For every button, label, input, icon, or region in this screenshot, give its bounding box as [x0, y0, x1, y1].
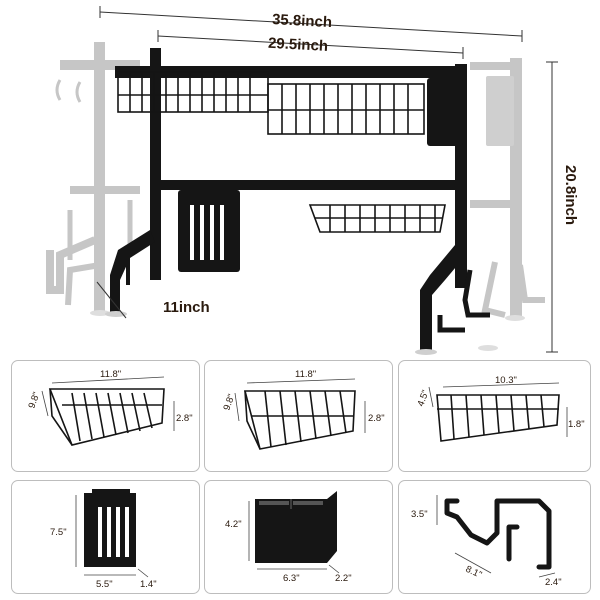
- part-card-cutting-board-holder: 7.5" 5.5" 1.4": [11, 480, 200, 594]
- top-basket-left: [117, 71, 269, 113]
- cutting-board-holder-width: 5.5": [96, 579, 113, 590]
- utensil-holder-depth: 2.2": [335, 573, 352, 584]
- dish-basket-small-depth: 4.5": [415, 389, 431, 408]
- adjustable-width-label: 29.5inch: [268, 35, 329, 55]
- dish-basket-large-height: 2.8": [176, 413, 193, 424]
- dish-basket-small-icon: [436, 394, 560, 442]
- main-rack-illustration: 35.8inch 29.5inch 20.8inch 11inch: [46, 6, 579, 355]
- part-card-cup-hook: 3.5" 8.1" 2.4": [398, 480, 591, 594]
- board-holder-slots: [190, 205, 224, 260]
- utensil-holder-height: 4.2": [225, 519, 242, 530]
- dish-basket-large-width: 11.8": [100, 369, 121, 380]
- ghost-extended-frame: [46, 42, 545, 351]
- dish-basket-medium-width: 11.8": [295, 369, 316, 380]
- part-card-dish-basket-small: 4.5" 10.3" 1.8": [398, 360, 591, 472]
- cutting-board-holder-icon: [84, 489, 136, 567]
- cutting-board-holder-depth: 1.4": [140, 579, 157, 590]
- depth-label: 11inch: [163, 299, 210, 316]
- dish-basket-medium-icon: [243, 390, 356, 450]
- dish-basket-small-width: 10.3": [495, 375, 517, 386]
- dish-basket-small-height: 1.8": [568, 419, 585, 430]
- height-label: 20.8inch: [562, 165, 579, 225]
- dimension-lines: [96, 6, 558, 353]
- part-card-dish-basket-medium: 9.8" 11.8" 2.8": [204, 360, 393, 472]
- dish-basket-medium-depth: 9.8": [221, 393, 237, 412]
- cutting-board-holder-height: 7.5": [50, 527, 67, 538]
- utensil-holder-width: 6.3": [283, 573, 300, 584]
- cup-hook-width: 8.1": [464, 564, 484, 581]
- foot-left: [105, 311, 127, 317]
- cup-hook-height: 3.5": [411, 509, 428, 520]
- total-width-label: 35.8inch: [272, 11, 333, 31]
- dish-basket-large-depth: 9.8": [26, 391, 42, 410]
- dish-basket-large-icon: [48, 388, 165, 446]
- top-basket-right: [267, 83, 425, 135]
- dish-basket-medium-height: 2.8": [368, 413, 385, 424]
- foot-right: [415, 349, 437, 355]
- part-card-utensil-holder: 4.2" 6.3" 2.2": [204, 480, 393, 594]
- cup-hook-depth: 2.4": [545, 577, 562, 588]
- lower-basket: [308, 204, 446, 233]
- part-card-dish-basket-large: 9.8" 11.8" 2.8": [11, 360, 200, 472]
- cup-hook-icon: [444, 498, 552, 570]
- utensil-holder-icon: [255, 491, 337, 563]
